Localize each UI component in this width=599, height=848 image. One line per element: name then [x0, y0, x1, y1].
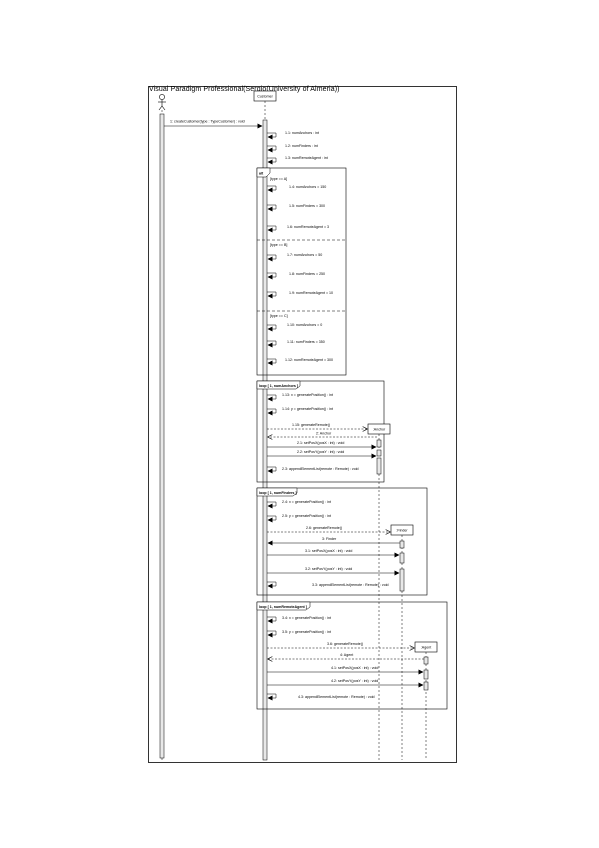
- diagram-header-title: Visual Paradigm Professional(Sergio(Univ…: [149, 86, 340, 93]
- message-1-3-label: 1.3: numRemoteAgent : int: [285, 156, 328, 160]
- message-1-10-label: 1.10: numAnchors = 0: [287, 323, 322, 327]
- message-1-8-label: 1.8: numFinders = 250: [289, 272, 325, 276]
- self-message-1-11[interactable]: 1.11: numFinders = 350: [267, 340, 325, 348]
- self-message-2-4[interactable]: 2.4: x = generatePosition() : int: [267, 500, 331, 509]
- self-message-1-2[interactable]: 1.2: numFinders : int: [267, 144, 318, 153]
- message-1-12-label: 1.12: numRemoteAgent = 300: [285, 358, 333, 362]
- self-message-1-9[interactable]: 1.9: numRemoteAgent = 10: [267, 291, 333, 299]
- message-2-6-label: 2.6: generateRemote(): [306, 526, 342, 530]
- loop-remote-agent-label: loop [ 1, numRemoteAgent ]: [259, 605, 307, 609]
- alt-fragment: alt [type == A] [type == B] [type == C]: [256, 167, 347, 376]
- self-message-1-6[interactable]: 1.6: numRemoteAgent = 3: [267, 225, 329, 233]
- self-message-1-10[interactable]: 1.10: numAnchors = 0: [267, 323, 322, 332]
- diagram-frame: [148, 86, 457, 763]
- message-3-1-label: 3.1: setPosX(posX : int) : void: [305, 549, 352, 553]
- self-message-2-5[interactable]: 2.5: y = generatePosition() : int: [267, 514, 331, 523]
- message-1-1-label: 1.1: numAnchors : int: [285, 131, 319, 135]
- message-1-13-label: 1.13: x = generatePosition() : int: [282, 393, 333, 397]
- alt-guard-b: [type == B]: [270, 243, 287, 247]
- self-message-2-3[interactable]: 2.3: appendElementList(remote : Remote) …: [267, 466, 359, 474]
- loop-finders-label: loop [ 1, numFinders ]: [259, 491, 297, 495]
- message-4-1-label: 4.1: setPosX(posX : int) : void: [331, 666, 378, 670]
- self-message-3-5[interactable]: 3.5: y = generatePosition() : int: [267, 630, 331, 638]
- finder-activation-bar-3[interactable]: [399, 568, 405, 592]
- agent-activation-bar-2[interactable]: [423, 669, 429, 680]
- finder-lifeline-label: :Finder: [396, 529, 408, 533]
- finder-activation-bar-2[interactable]: [399, 552, 405, 564]
- message-1-6-label: 1.6: numRemoteAgent = 3: [287, 225, 329, 229]
- self-message-1-13[interactable]: 1.13: x = generatePosition() : int: [267, 393, 333, 402]
- message-1-11-label: 1.11: numFinders = 350: [287, 340, 325, 344]
- actor-activation-bar[interactable]: [159, 113, 165, 759]
- self-message-3-3[interactable]: 3.3: appendElementList(remote : Remote) …: [267, 581, 389, 589]
- agent-lifeline-label: :Agent: [421, 646, 431, 650]
- message-3-4-label: 3.4: x = generatePosition() : int: [282, 616, 331, 620]
- message-1-4-label: 1.4: numAnchors = 150: [289, 185, 326, 189]
- customer-lifeline-label: Customer: [257, 95, 273, 99]
- anchor-activation-bar-2[interactable]: [376, 449, 382, 457]
- loop-fragment-remote-agent: loop [ 1, numRemoteAgent ]: [256, 601, 448, 710]
- self-message-1-3[interactable]: 1.3: numRemoteAgent : int: [267, 156, 328, 165]
- agent-activation-bar-3[interactable]: [423, 681, 429, 691]
- message-1-7-label: 1.7: numAnchors = 50: [287, 253, 322, 257]
- message-2-4-label: 2.4: x = generatePosition() : int: [282, 500, 331, 504]
- message-3-3-label: 3.3: appendElementList(remote : Remote) …: [312, 583, 389, 587]
- self-message-1-7[interactable]: 1.7: numAnchors = 50: [267, 253, 322, 262]
- message-1-label: 1: createCustomer(type : TypeCustomer) :…: [170, 120, 245, 124]
- customer-activation-bar[interactable]: [262, 119, 268, 761]
- loop-fragment-finders: loop [ 1, numFinders ]: [256, 487, 428, 596]
- message-1-9-label: 1.9: numRemoteAgent = 10: [289, 291, 333, 295]
- message-3-label: 3: Finder: [322, 537, 337, 541]
- anchor-activation-bar-1[interactable]: [376, 439, 382, 448]
- message-2-1-label: 2.1: setPosX(posX : int) : void: [297, 441, 344, 445]
- self-message-3-4[interactable]: 3.4: x = generatePosition() : int: [267, 616, 331, 624]
- self-message-1-4[interactable]: 1.4: numAnchors = 150: [267, 185, 326, 193]
- loop-fragment-anchors: loop [ 1, numAnchors ]: [256, 380, 385, 483]
- alt-guard-a: [type == A]: [270, 177, 287, 181]
- finder-activation-bar-1[interactable]: [399, 540, 405, 549]
- self-message-1-12[interactable]: 1.12: numRemoteAgent = 300: [267, 358, 333, 366]
- message-1-15-label: 1.15: generateRemote(): [292, 423, 330, 427]
- agent-activation-bar-1[interactable]: [423, 656, 429, 665]
- self-message-1-8[interactable]: 1.8: numFinders = 250: [267, 272, 325, 280]
- message-4-3-label: 4.3: appendElementList(remote : Remote) …: [298, 695, 375, 699]
- loop-anchors-label: loop [ 1, numAnchors ]: [259, 384, 298, 388]
- message-2-3-label: 2.3: appendElementList(remote : Remote) …: [282, 467, 359, 471]
- anchor-lifeline-label: :Anchor: [373, 428, 386, 432]
- message-4-2-label: 4.2: setPosY(posY : int) : void: [331, 679, 378, 683]
- message-3-6-label: 3.6: generateRemote(): [327, 642, 363, 646]
- self-message-1-1[interactable]: 1.1: numAnchors : int: [267, 131, 319, 140]
- self-message-4-3[interactable]: 4.3: appendElementList(remote : Remote) …: [267, 693, 375, 701]
- anchor-activation-bar-3[interactable]: [376, 457, 382, 475]
- message-3-2-label: 3.2: setPosY(posY : int) : void: [305, 567, 352, 571]
- self-message-1-14[interactable]: 1.14: y = generatePosition() : int: [267, 407, 333, 416]
- actor-figure: [158, 94, 166, 111]
- self-message-1-5[interactable]: 1.5: numFinders = 300: [267, 204, 325, 212]
- message-1-14-label: 1.14: y = generatePosition() : int: [282, 407, 333, 411]
- message-1-5-label: 1.5: numFinders = 300: [289, 204, 325, 208]
- message-2-2-label: 2.2: setPosY(posY : int) : void: [297, 450, 344, 454]
- message-2-5-label: 2.5: y = generatePosition() : int: [282, 514, 331, 518]
- message-2-label: 2: Anchor: [316, 432, 332, 436]
- alt-guard-c: [type == C]: [270, 314, 288, 318]
- message-1-2-label: 1.2: numFinders : int: [285, 144, 318, 148]
- message-4-label: 4: Agent: [340, 653, 353, 657]
- message-3-5-label: 3.5: y = generatePosition() : int: [282, 630, 331, 634]
- alt-fragment-label: alt: [259, 172, 264, 176]
